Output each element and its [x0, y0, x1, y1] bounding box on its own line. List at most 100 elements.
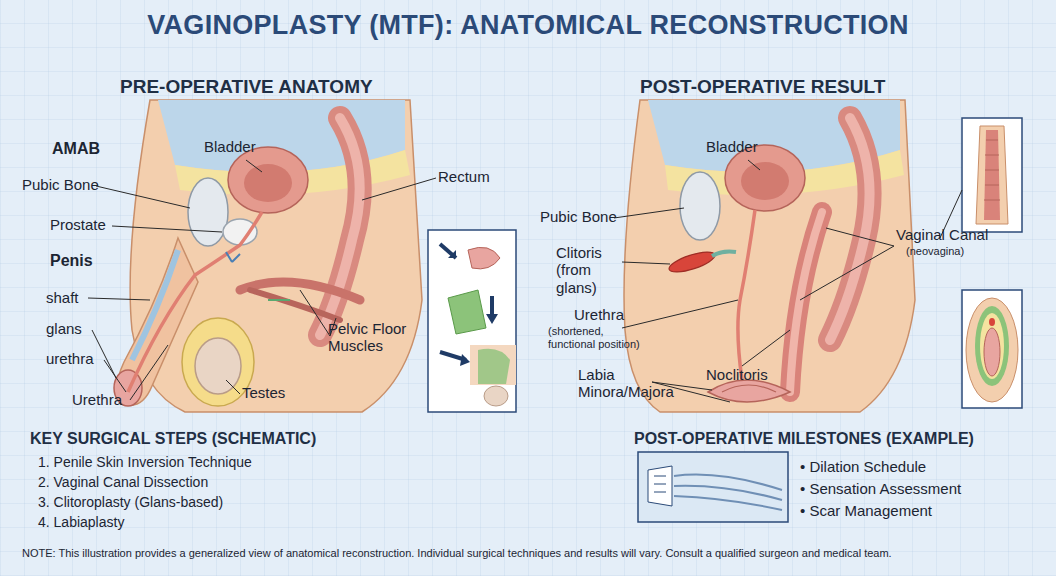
inset-arrow [490, 296, 494, 316]
pelvic-floor-muscle [250, 290, 340, 320]
step-item: 1. Penile Skin Inversion Technique [38, 454, 252, 470]
testis [195, 338, 241, 394]
neurovascular-bundle [712, 252, 736, 257]
bladder-inner [244, 164, 292, 202]
prostate [223, 219, 257, 245]
part-label: Urethra [574, 306, 624, 323]
shaft-layer [132, 250, 178, 360]
part-label: Pubic Bone [540, 208, 617, 225]
milestone-item: • Sensation Assessment [800, 480, 961, 497]
milestone-item: • Scar Management [800, 502, 932, 519]
dilator-inset [638, 452, 788, 522]
vulva-layer [980, 313, 1004, 379]
part-label: urethra [46, 350, 94, 367]
leader-line [652, 382, 730, 402]
leader-line [622, 262, 670, 264]
bladder-inner [741, 162, 789, 200]
part-label: Prostate [50, 216, 106, 233]
pubic-bone [680, 172, 720, 240]
canal-rugae [984, 140, 1000, 200]
dilator [648, 466, 672, 506]
step-item: 2. Vaginal Canal Dissection [38, 474, 208, 490]
flow-arrow [226, 252, 240, 262]
part-label: glans [46, 320, 82, 337]
urethra [738, 210, 755, 380]
note-text: NOTE: This illustration provides a gener… [22, 547, 1042, 560]
section-heading: POST-OPERATIVE RESULT [640, 76, 885, 98]
rectum-lumen [830, 118, 870, 340]
leader-line [614, 208, 684, 218]
flow-arrow [268, 299, 290, 301]
clitoris [667, 248, 717, 276]
part-label: Urethra [72, 391, 122, 408]
part-label: Clitoris (from glans) [556, 244, 626, 296]
inset-arrow [440, 244, 456, 258]
dilator-marks [654, 476, 666, 492]
labia [708, 380, 790, 402]
part-note: (neovagina) [906, 245, 964, 258]
urethra [128, 212, 262, 392]
canal-inset [962, 118, 1022, 232]
part-note: (shortened, functional position) [548, 325, 640, 350]
pubic-bone [188, 178, 228, 246]
part-label: shaft [46, 289, 79, 306]
leader-line [130, 345, 168, 400]
part-label: Pelvic Floor Muscles [328, 320, 438, 355]
section-heading: KEY SURGICAL STEPS (SCHEMATIC) [30, 430, 316, 448]
body-section [624, 100, 915, 412]
bladder [228, 147, 308, 213]
canal-lining [984, 130, 1000, 220]
vaginal-canal [790, 212, 822, 392]
part-label: Bladder [706, 138, 758, 155]
leader-line [104, 360, 126, 392]
part-label: Testes [242, 384, 285, 401]
inset-arrow-head [460, 354, 470, 366]
leader-line [226, 380, 240, 394]
leader-lines [88, 160, 962, 402]
leader-line [622, 300, 738, 328]
rectum [830, 118, 870, 340]
vaginal-canal-lumen [790, 212, 822, 392]
leader-line [88, 298, 150, 300]
group-label: AMAB [52, 140, 100, 158]
step-item: 4. Labiaplasty [38, 514, 124, 530]
rectum [320, 118, 360, 335]
inset-region [470, 345, 516, 385]
leader-line [742, 330, 790, 366]
part-label: Vaginal Canal [896, 226, 988, 243]
body-section [130, 100, 422, 412]
canal-wall [976, 126, 1008, 224]
inset-skin-flap [448, 290, 486, 334]
part-label: Noclitoris [706, 366, 768, 383]
inset-tissue [468, 247, 500, 269]
milestone-item: • Dilation Schedule [800, 458, 926, 475]
leader-line [112, 226, 222, 232]
vulva-labia-majora [975, 306, 1009, 386]
leader-line [96, 186, 190, 208]
vulva-clitoris [989, 318, 995, 326]
dilator-curves [674, 475, 782, 510]
leader-line [92, 330, 116, 378]
labia-fold [722, 385, 776, 392]
leader-line [748, 160, 760, 170]
inset-testis [484, 386, 508, 406]
part-label: Labia Minora/Majora [578, 366, 658, 401]
step-item: 3. Clitoroplasty (Glans-based) [38, 494, 223, 510]
inset-arrow-head [486, 314, 498, 324]
diagram-title: VAGINOPLASTY (MTF): ANATOMICAL RECONSTRU… [0, 10, 1056, 41]
rectum-lumen [320, 118, 360, 335]
section-heading: PRE-OPERATIVE ANATOMY [120, 76, 373, 98]
part-label: Pubic Bone [22, 176, 99, 193]
inset-skin-flap [478, 349, 510, 384]
inset-arrow-head [448, 250, 456, 258]
vulva-inset [962, 290, 1022, 408]
leader-line [246, 160, 262, 172]
vulva-labia-minora [984, 328, 1000, 376]
technique-inset [428, 230, 516, 412]
part-label: Rectum [438, 168, 490, 185]
vulva-outer [966, 298, 1018, 402]
part-label: Penis [50, 252, 93, 270]
leader-line [362, 178, 436, 200]
part-label: Bladder [204, 138, 256, 155]
